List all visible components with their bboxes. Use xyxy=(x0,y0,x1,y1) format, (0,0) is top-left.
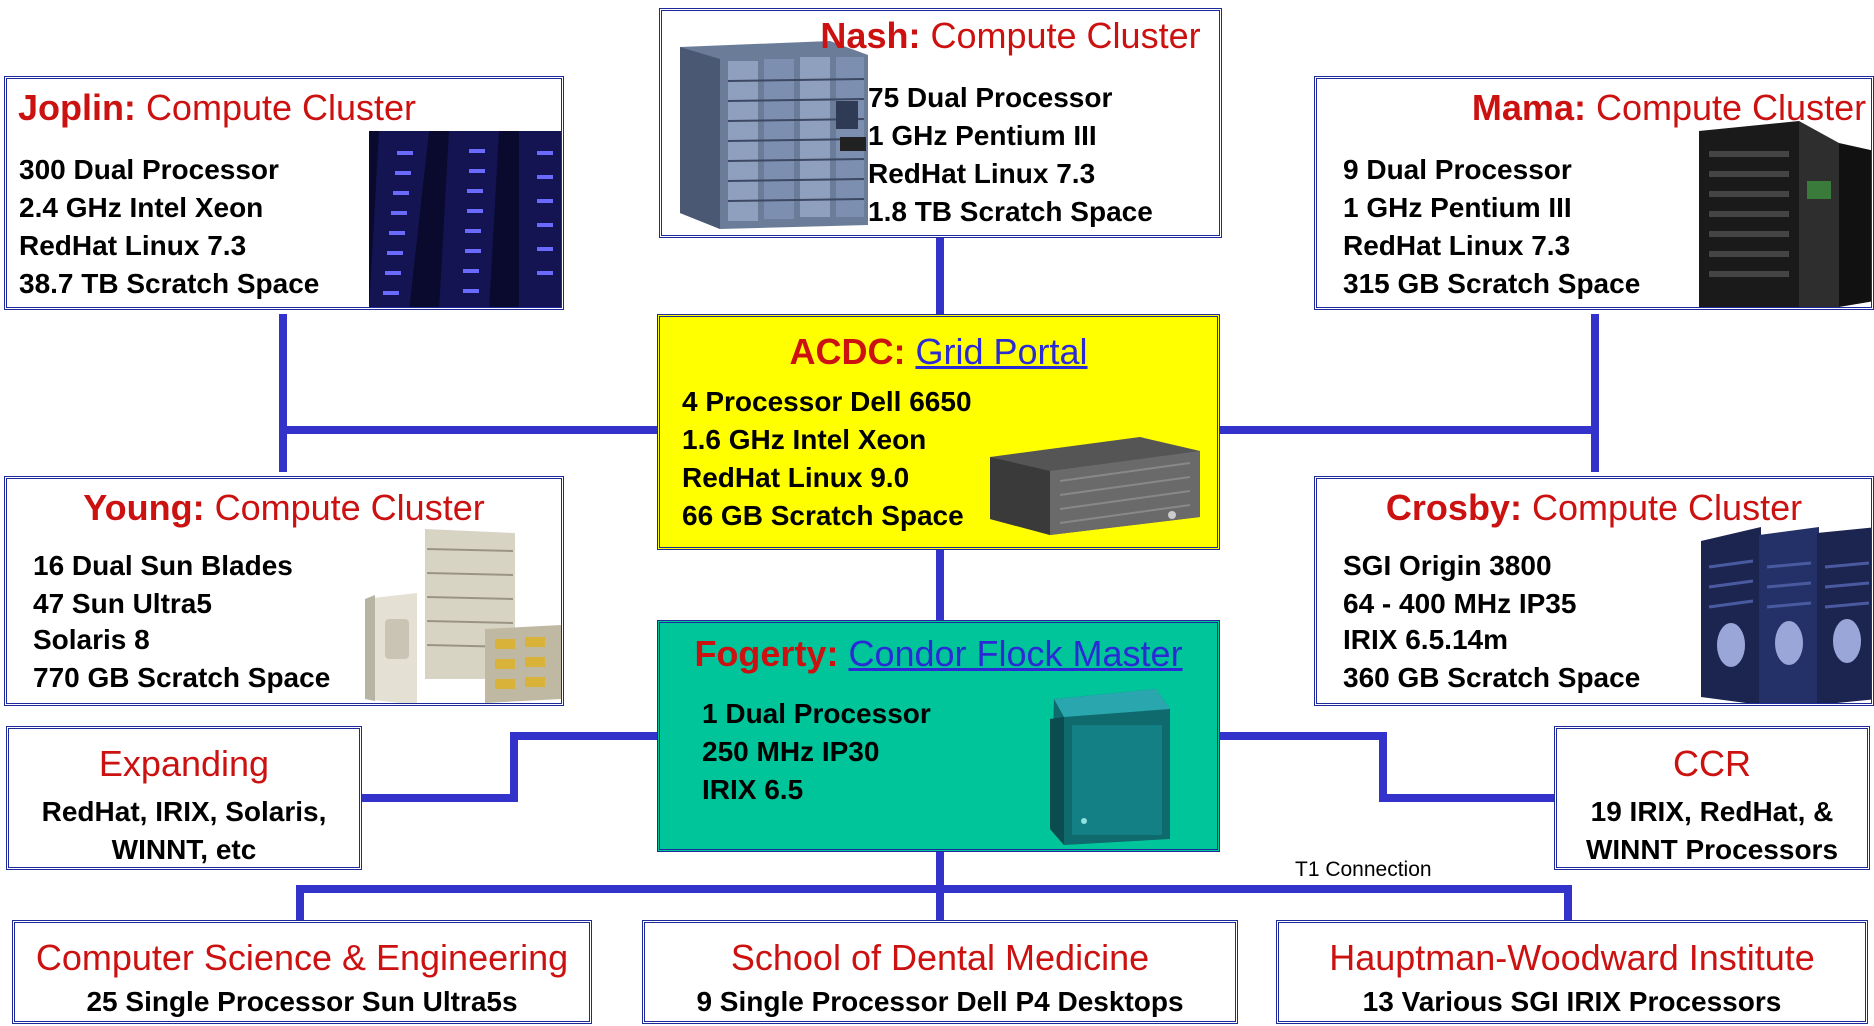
connector-expanding-v xyxy=(510,732,518,802)
acdc-spec-4: 66 GB Scratch Space xyxy=(682,500,964,531)
ccr-spec-1: 19 IRIX, RedHat, & xyxy=(1590,796,1834,827)
mama-spec-2: 1 GHz Pentium III xyxy=(1343,192,1572,223)
connector-bottom-bus xyxy=(296,885,1572,893)
nash-title: Nash: Compute Cluster xyxy=(802,15,1219,57)
hauptman-box: Hauptman-Woodward Institute 13 Various S… xyxy=(1276,920,1868,1024)
fogerty-title: Fogerty: Condor Flock Master xyxy=(660,633,1217,675)
connector-ccr-h2 xyxy=(1379,794,1555,802)
young-spec-4: 770 GB Scratch Space xyxy=(33,662,331,693)
joplin-spec-3: RedHat Linux 7.3 xyxy=(19,230,247,261)
joplin-spec-2: 2.4 GHz Intel Xeon xyxy=(19,192,264,223)
expanding-title: Expanding xyxy=(98,743,270,784)
nash-spec-4: 1.8 TB Scratch Space xyxy=(868,196,1153,227)
crosby-role: Compute Cluster xyxy=(1531,487,1803,528)
young-spec-3: Solaris 8 xyxy=(33,624,150,655)
mama-title: Mama: Compute Cluster xyxy=(1467,87,1871,129)
crosby-spec-4: 360 GB Scratch Space xyxy=(1343,662,1641,693)
young-role: Compute Cluster xyxy=(214,487,485,528)
fogerty-spec-2: 250 MHz IP30 xyxy=(702,736,880,767)
nash-role: Compute Cluster xyxy=(930,15,1201,56)
nash-name: Nash: xyxy=(820,15,921,56)
acdc-server-image xyxy=(990,437,1200,535)
mama-role: Compute Cluster xyxy=(1595,87,1867,128)
acdc-title: ACDC: Grid Portal xyxy=(660,331,1217,373)
young-title: Young: Compute Cluster xyxy=(7,487,561,529)
connector-mama-vertical xyxy=(1591,314,1599,472)
crosby-cluster-box: Crosby: Compute Cluster SGI Origin 3800 … xyxy=(1314,476,1874,706)
connector-cse-drop xyxy=(296,885,304,925)
mama-spec-3: RedHat Linux 7.3 xyxy=(1343,230,1571,261)
nash-spec-1: 75 Dual Processor xyxy=(868,82,1113,113)
acdc-spec-2: 1.6 GHz Intel Xeon xyxy=(682,424,927,455)
young-cluster-image xyxy=(365,529,561,703)
ccr-box: CCR 19 IRIX, RedHat, & WINNT Processors xyxy=(1554,726,1870,870)
nash-spec-3: RedHat Linux 7.3 xyxy=(868,158,1096,189)
expanding-box: Expanding RedHat, IRIX, Solaris, WINNT, … xyxy=(6,726,362,870)
expanding-spec-2: WINNT, etc xyxy=(111,834,257,865)
expanding-spec-1: RedHat, IRIX, Solaris, xyxy=(41,796,327,827)
young-name: Young: xyxy=(83,487,205,528)
joplin-cluster-image xyxy=(369,131,561,307)
hauptman-spec: 13 Various SGI IRIX Processors xyxy=(1362,986,1782,1017)
crosby-spec-1: SGI Origin 3800 xyxy=(1343,550,1552,581)
dental-spec: 9 Single Processor Dell P4 Desktops xyxy=(696,986,1184,1017)
ccr-title: CCR xyxy=(1673,743,1751,784)
fogerty-name: Fogerty: xyxy=(694,633,839,674)
cse-title: Computer Science & Engineering xyxy=(35,937,569,978)
connector-ccr-h1 xyxy=(1219,732,1387,740)
fogerty-spec-3: IRIX 6.5 xyxy=(702,774,804,805)
joplin-cluster-box: Joplin: Compute Cluster 300 Dual Process… xyxy=(4,76,564,310)
crosby-spec-3: IRIX 6.5.14m xyxy=(1343,624,1508,655)
joplin-name: Joplin: xyxy=(17,87,136,128)
mama-spec-1: 9 Dual Processor xyxy=(1343,154,1572,185)
fogerty-condor-link[interactable]: Condor Flock Master xyxy=(848,633,1183,674)
mama-name: Mama: xyxy=(1471,87,1586,128)
dental-box: School of Dental Medicine 9 Single Proce… xyxy=(642,920,1238,1024)
fogerty-spec-1: 1 Dual Processor xyxy=(702,698,931,729)
crosby-name: Crosby: xyxy=(1385,487,1522,528)
connector-ccr-v xyxy=(1379,732,1387,802)
joplin-role: Compute Cluster xyxy=(145,87,417,128)
joplin-spec-1: 300 Dual Processor xyxy=(19,154,279,185)
connector-nash-acdc xyxy=(936,238,944,318)
acdc-spec-3: RedHat Linux 9.0 xyxy=(682,462,910,493)
mama-cluster-box: Mama: Compute Cluster 9 Dual Processor 1… xyxy=(1314,76,1874,310)
connector-joplin-vertical xyxy=(279,314,287,472)
connector-hauptman-drop xyxy=(1564,885,1572,925)
crosby-title: Crosby: Compute Cluster xyxy=(1317,487,1871,529)
t1-connection-label: T1 Connection xyxy=(1295,858,1432,881)
joplin-spec-4: 38.7 TB Scratch Space xyxy=(19,268,320,299)
crosby-spec-2: 64 - 400 MHz IP35 xyxy=(1343,588,1577,619)
young-cluster-box: Young: Compute Cluster 16 Dual Sun Blade… xyxy=(4,476,564,706)
young-spec-2: 47 Sun Ultra5 xyxy=(33,588,212,619)
acdc-grid-portal-link[interactable]: Grid Portal xyxy=(915,331,1088,372)
nash-cluster-box: Nash: Compute Cluster 75 Dual Processor … xyxy=(659,8,1222,238)
joplin-title: Joplin: Compute Cluster xyxy=(7,87,427,129)
mama-spec-4: 315 GB Scratch Space xyxy=(1343,268,1641,299)
ccr-spec-2: WINNT Processors xyxy=(1585,834,1839,865)
connector-acdc-fogerty xyxy=(936,548,944,622)
dental-title: School of Dental Medicine xyxy=(730,937,1150,978)
cse-box: Computer Science & Engineering 25 Single… xyxy=(12,920,592,1024)
connector-dental-drop xyxy=(936,885,944,925)
acdc-name: ACDC: xyxy=(789,331,906,372)
connector-right-horizontal xyxy=(1219,426,1599,434)
crosby-cluster-image xyxy=(1701,527,1871,703)
connector-expanding-h2 xyxy=(360,794,518,802)
young-spec-1: 16 Dual Sun Blades xyxy=(33,550,293,581)
cse-spec: 25 Single Processor Sun Ultra5s xyxy=(86,986,518,1017)
hauptman-title: Hauptman-Woodward Institute xyxy=(1329,937,1815,978)
nash-cluster-image xyxy=(680,41,868,229)
connector-left-horizontal xyxy=(279,426,661,434)
nash-spec-2: 1 GHz Pentium III xyxy=(868,120,1097,151)
fogerty-master-box: Fogerty: Condor Flock Master 1 Dual Proc… xyxy=(657,620,1220,852)
connector-expanding-h1 xyxy=(510,732,661,740)
fogerty-workstation-image xyxy=(1050,689,1170,845)
connector-fogerty-bus xyxy=(936,850,944,890)
acdc-portal-box: ACDC: Grid Portal 4 Processor Dell 6650 … xyxy=(657,314,1220,550)
mama-cluster-image xyxy=(1699,121,1871,307)
acdc-spec-1: 4 Processor Dell 6650 xyxy=(682,386,972,417)
